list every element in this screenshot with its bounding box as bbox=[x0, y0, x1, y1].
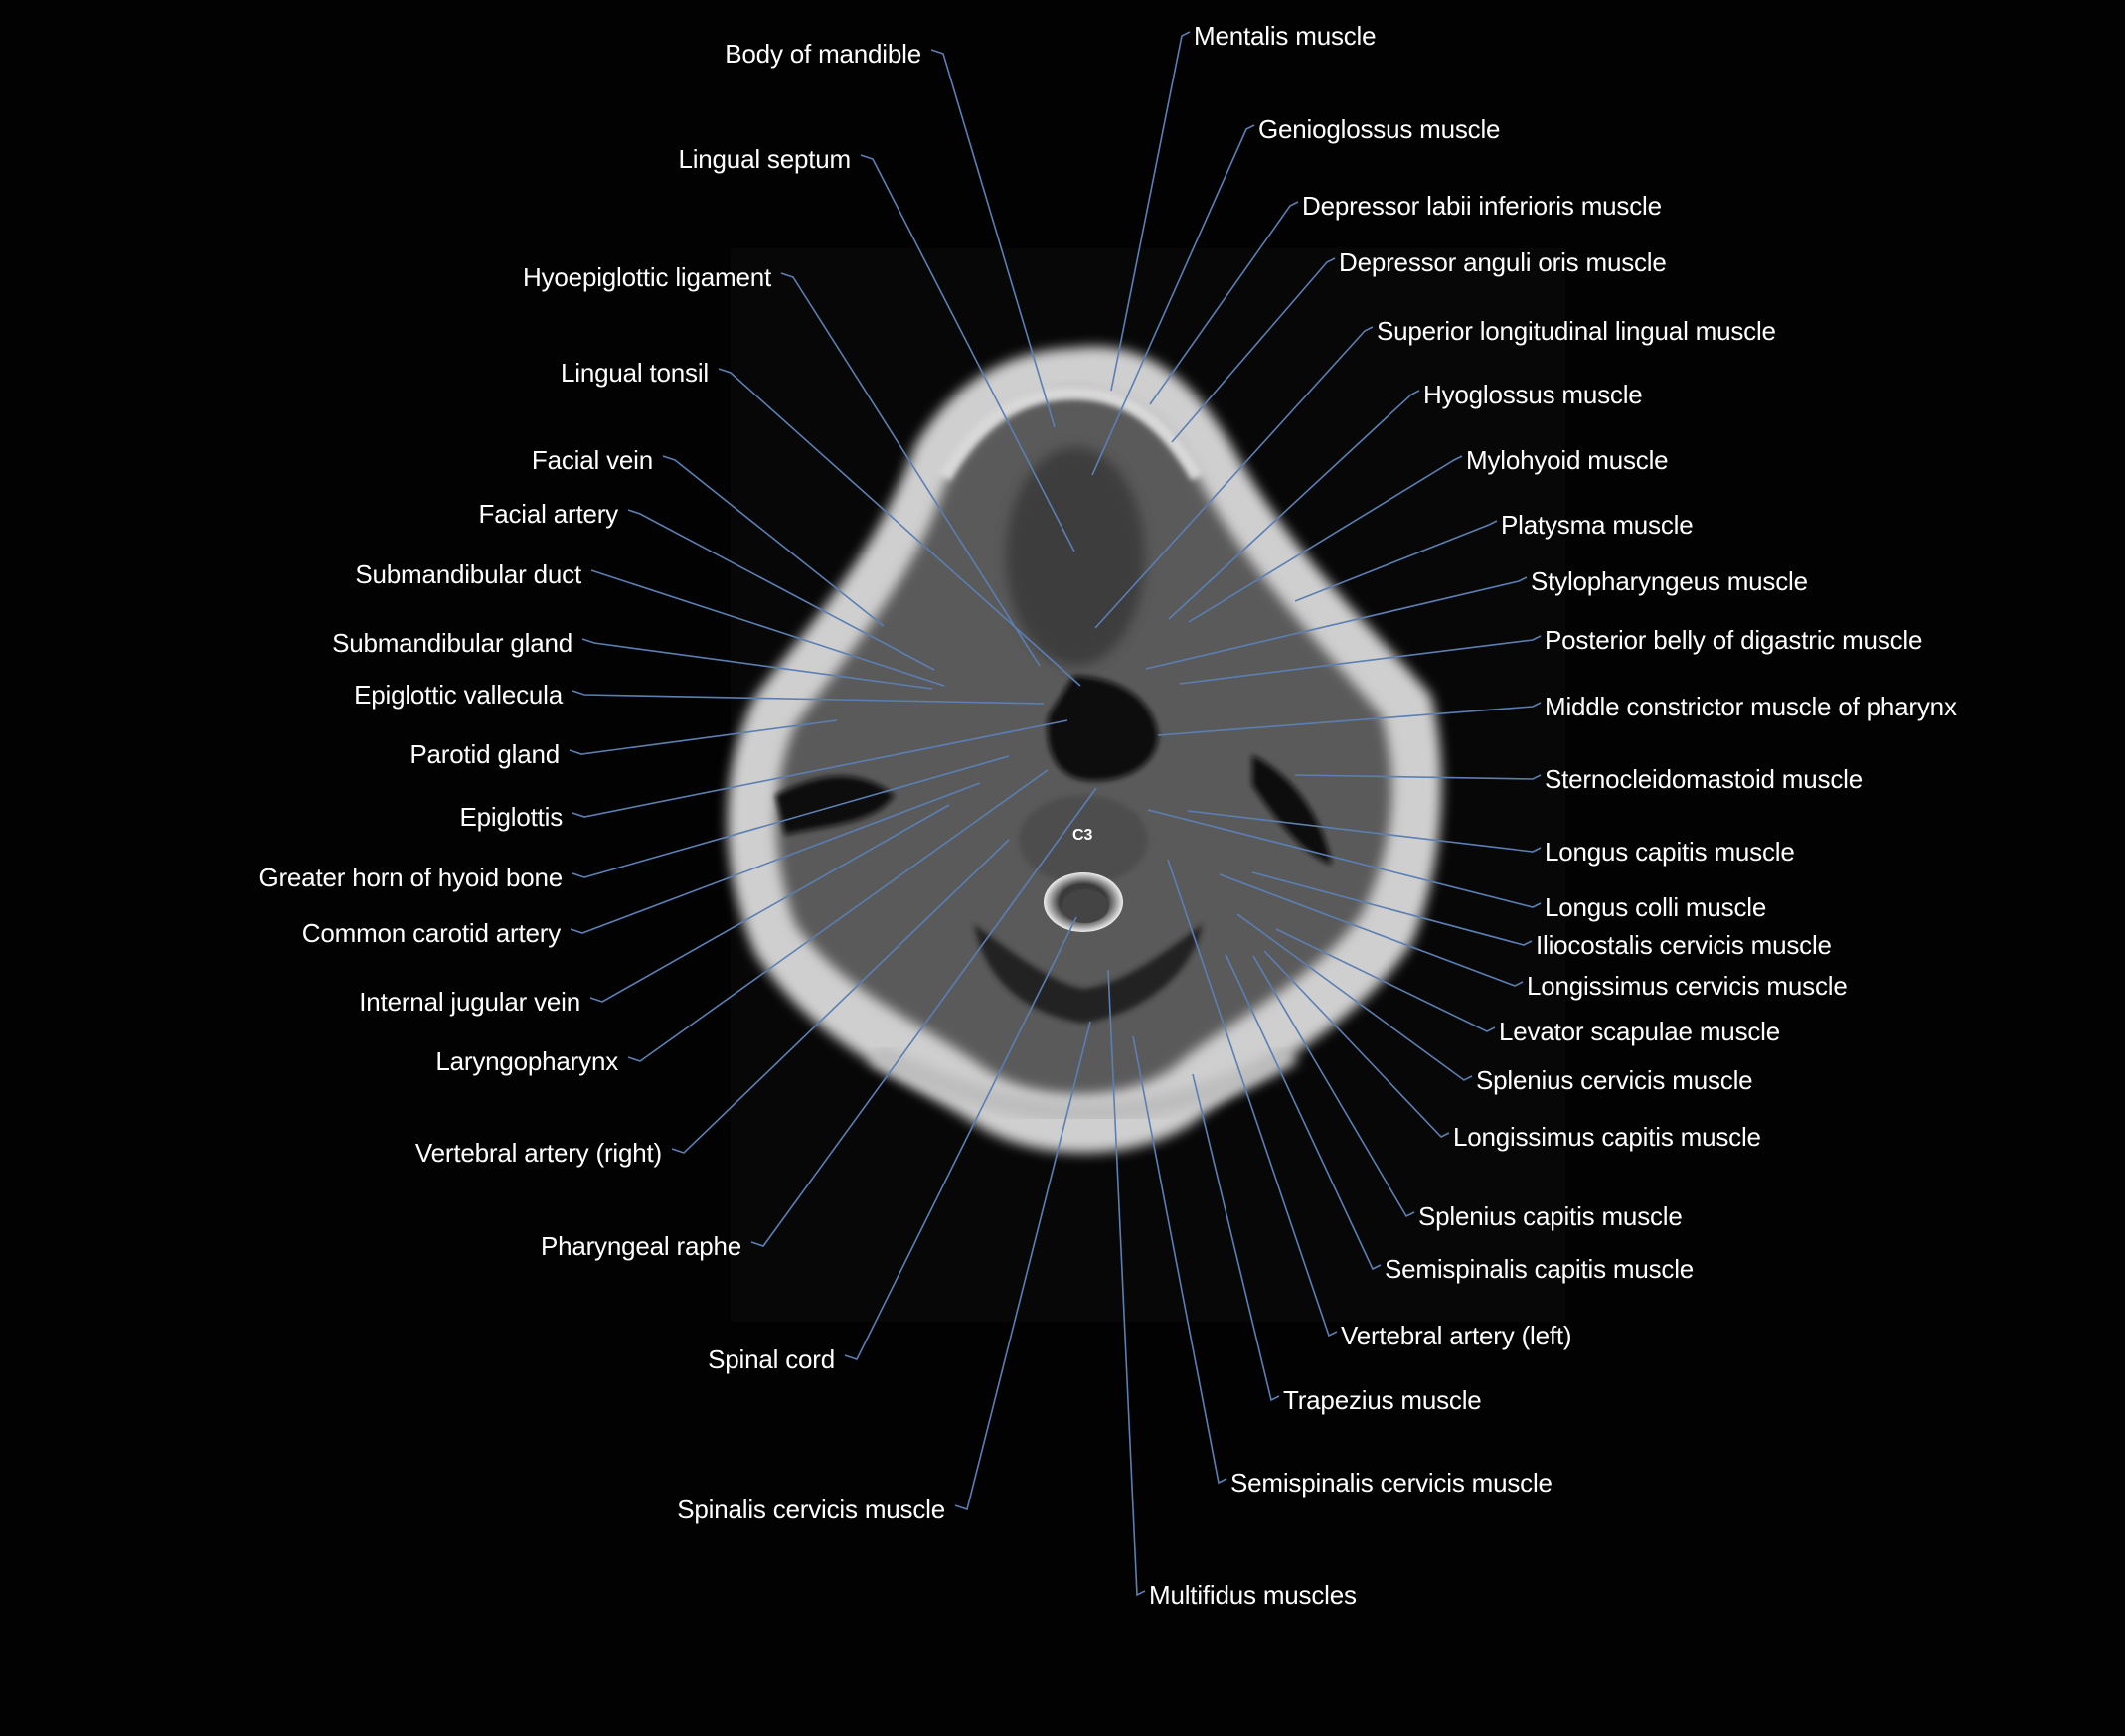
anatomy-label: Splenius cervicis muscle bbox=[1476, 1065, 1753, 1095]
anatomy-label: Body of mandible bbox=[725, 39, 921, 69]
anatomy-label: Spinal cord bbox=[708, 1344, 835, 1374]
anatomy-label: Superior longitudinal lingual muscle bbox=[1377, 316, 1776, 346]
anatomy-label: Sternocleidomastoid muscle bbox=[1545, 764, 1863, 794]
anatomy-label: Mentalis muscle bbox=[1194, 21, 1377, 51]
anatomy-label: Longus capitis muscle bbox=[1545, 837, 1795, 867]
anatomy-label: Posterior belly of digastric muscle bbox=[1545, 625, 1923, 655]
anatomy-label: Facial artery bbox=[478, 499, 619, 529]
anatomy-label: Vertebral artery (left) bbox=[1341, 1321, 1572, 1350]
anatomy-label: Splenius capitis muscle bbox=[1418, 1201, 1683, 1231]
anatomy-label: Hyoglossus muscle bbox=[1423, 380, 1643, 409]
anatomy-label: Trapezius muscle bbox=[1283, 1385, 1482, 1415]
anatomy-label: Depressor labii inferioris muscle bbox=[1302, 191, 1662, 221]
anatomy-label: Pharyngeal raphe bbox=[540, 1231, 741, 1261]
anatomy-label: Spinalis cervicis muscle bbox=[677, 1495, 945, 1524]
anatomy-label: Hyoepiglottic ligament bbox=[523, 262, 771, 292]
anatomy-label: Depressor anguli oris muscle bbox=[1339, 247, 1667, 277]
anatomy-label: Epiglottic vallecula bbox=[354, 680, 563, 710]
anatomy-label: Longissimus cervicis muscle bbox=[1527, 971, 1848, 1001]
anatomy-label: Common carotid artery bbox=[301, 918, 561, 948]
anatomy-label: Platysma muscle bbox=[1501, 510, 1694, 540]
anatomy-label: Laryngopharynx bbox=[435, 1046, 618, 1076]
anatomy-label: Longus colli muscle bbox=[1545, 892, 1767, 922]
anatomy-label: Vertebral artery (right) bbox=[414, 1138, 662, 1168]
anatomy-label: Semispinalis capitis muscle bbox=[1385, 1254, 1695, 1284]
anatomy-label: Epiglottis bbox=[459, 802, 564, 832]
anatomy-label: Stylopharyngeus muscle bbox=[1531, 566, 1808, 596]
anatomy-label: Genioglossus muscle bbox=[1258, 114, 1501, 144]
anatomy-label: Lingual tonsil bbox=[561, 358, 709, 388]
anatomy-label: Internal jugular vein bbox=[359, 987, 580, 1017]
anatomy-label: Greater horn of hyoid bone bbox=[258, 863, 563, 892]
anatomy-label: Semispinalis cervicis muscle bbox=[1230, 1468, 1553, 1498]
anatomy-label: Submandibular gland bbox=[332, 628, 572, 658]
anatomy-label: Multifidus muscles bbox=[1149, 1580, 1357, 1610]
anatomy-label: Facial vein bbox=[531, 445, 653, 475]
anatomy-label: Iliocostalis cervicis muscle bbox=[1536, 930, 1832, 960]
anatomy-label: Lingual septum bbox=[678, 144, 851, 174]
anatomy-label: Middle constrictor muscle of pharynx bbox=[1545, 692, 1957, 721]
anatomy-label: Parotid gland bbox=[409, 739, 560, 769]
anatomy-label: Levator scapulae muscle bbox=[1499, 1017, 1780, 1046]
vertebra-level-label: C3 bbox=[1072, 827, 1093, 844]
anatomy-label: Submandibular duct bbox=[355, 559, 581, 589]
anatomy-label: Mylohyoid muscle bbox=[1466, 445, 1669, 475]
anatomy-label: Longissimus capitis muscle bbox=[1453, 1122, 1761, 1152]
